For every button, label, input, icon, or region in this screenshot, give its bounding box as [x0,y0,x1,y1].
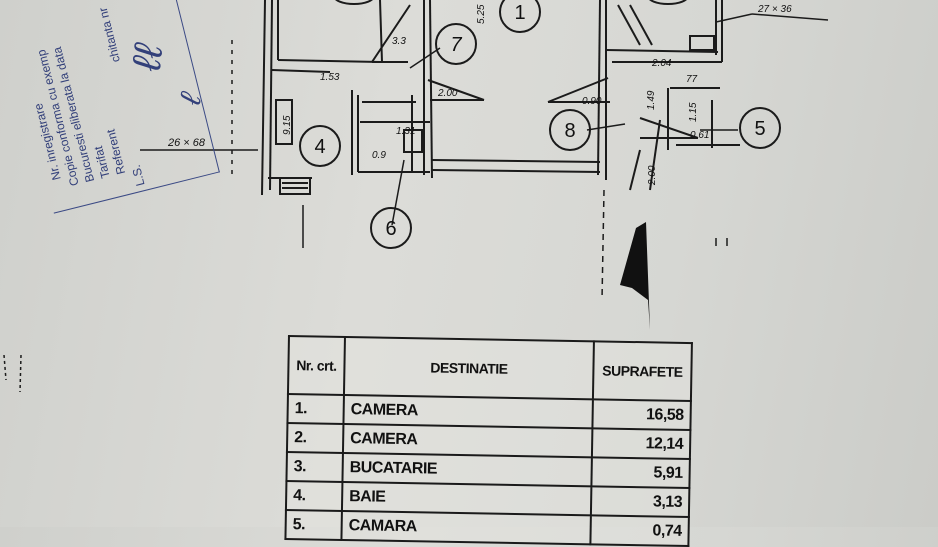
dimension-label: 2.00 [647,165,658,186]
room-marker-circle [435,23,477,65]
room-marker-circle [370,207,412,249]
room-number: 8 [564,120,575,142]
cell-suprafata: 12,14 [591,428,691,460]
cell-nr: 3. [286,451,343,482]
room-marker-circle [499,0,541,33]
dimension-label: 77 [686,74,698,85]
cell-suprafata: 3,13 [590,486,690,518]
cell-nr: 2. [286,423,344,453]
dimension-label: 1.31 [396,126,415,137]
plan-wall [277,59,381,63]
plan-wall [379,0,383,63]
dimension-label: 0.90 [582,96,602,107]
room-number: 7 [450,34,462,56]
room-marker-circle [739,107,781,149]
floor-plan-drawing: 1 4 5 6 7 8 27 × 36 26 × 68 5.25 2.04 77… [3,0,829,393]
plan-wall [429,0,433,179]
room-number: 5 [754,118,765,140]
plan-wall [597,0,601,176]
cell-destinatie: CAMERA [343,394,593,429]
dimension-label: 0.61 [690,130,709,141]
plan-wall [271,69,331,73]
cell-nr: 5. [285,509,342,540]
header-nr: Nr. crt. [287,336,345,395]
plan-fixture [275,99,293,145]
cell-nr: 4. [285,480,343,511]
dimension-label: 26 × 68 [167,137,206,149]
plan-wall [605,49,719,53]
surfaces-table: Nr. crt. DESTINATIE SUPRAFETE 1. CAMERA … [284,335,693,547]
cell-destinatie: CAMERA [342,423,593,458]
cell-destinatie: CAMARA [341,510,591,545]
plan-wall [431,159,601,163]
room-number: 1 [514,2,525,24]
room-marker-circle [299,125,341,167]
dimension-label: 2.04 [651,58,672,69]
cell-destinatie: BAIE [341,481,592,516]
dimension-label: 5.25 [476,4,487,24]
cell-destinatie: BUCATARIE [342,452,592,487]
dimension-label: 2.00 [437,88,458,99]
cell-nr: 1. [287,394,344,424]
room-number: 4 [314,136,325,158]
cell-suprafata: 16,58 [592,399,691,431]
dimension-label: 1.49 [646,90,657,110]
cell-suprafata: 0,74 [590,515,689,547]
dimension-label: 9.15 [282,115,293,135]
dimension-label: 0.9 [372,150,386,161]
plan-wall [269,0,273,191]
dimension-label: 3.3 [392,36,406,47]
dimension-label: 27 × 36 [757,4,792,15]
header-suprafete: SUPRAFETE [592,341,692,402]
plan-stair [279,177,311,195]
plan-fixture [689,35,715,51]
table-row: 5. CAMARA 0,74 [285,509,689,547]
cell-suprafata: 5,91 [591,457,690,489]
table-header-row: Nr. crt. DESTINATIE SUPRAFETE [287,336,692,402]
plan-fixture [403,129,423,153]
north-arrow-icon [620,222,650,330]
signature-mark: ℓℓ [124,42,172,73]
room-number: 6 [385,218,396,240]
plan-wall [261,0,266,196]
plan-wall [431,169,601,173]
dimension-label: 1.15 [688,102,699,122]
header-destinatie: DESTINATIE [343,336,594,400]
dimension-label: 1.53 [320,72,340,83]
room-marker-circle [549,109,591,151]
